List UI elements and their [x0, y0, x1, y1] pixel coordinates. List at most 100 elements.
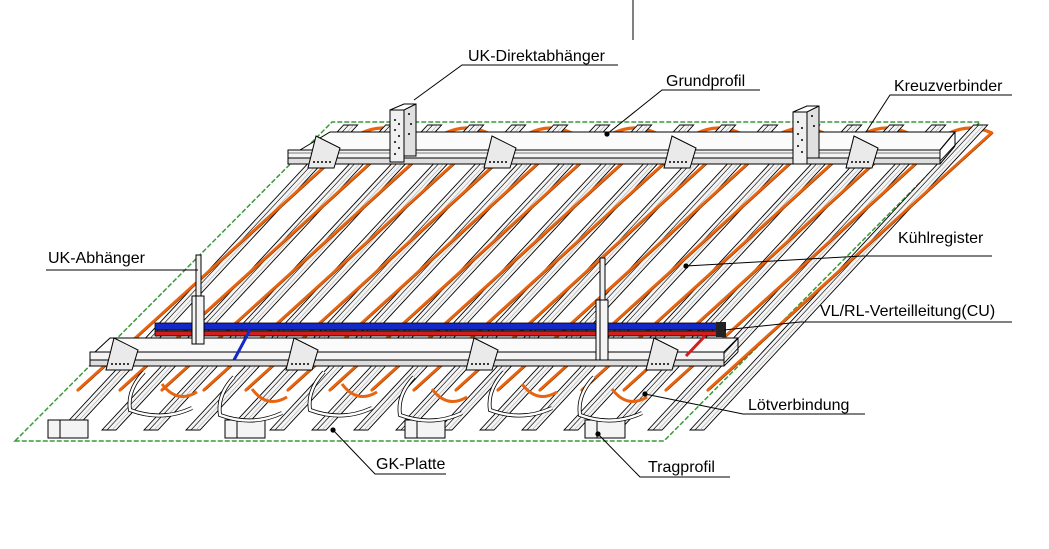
kreuzverbinder-clip — [645, 337, 679, 371]
clip-hole — [681, 161, 683, 163]
clip-hole — [651, 363, 653, 365]
register-copper-loop — [430, 388, 468, 403]
tragprofil-edge — [615, 124, 900, 431]
register-return-loop-inner — [128, 371, 193, 417]
tragprofil-edge — [526, 124, 811, 431]
tragprofil-edge — [652, 124, 937, 431]
label-uk-direktabhaenger: UK-Direktabhänger — [468, 48, 606, 65]
clip-hole — [855, 161, 857, 163]
tragprofil-edge — [699, 124, 984, 431]
clip-hole — [325, 161, 327, 163]
tragprofil-edge — [489, 124, 774, 431]
clip-hole — [299, 363, 301, 365]
cooling-pipe — [706, 131, 994, 392]
label-uk-abhaenger: UK-Abhänger — [48, 250, 146, 267]
clip-hole — [501, 161, 503, 163]
clip-hole — [475, 363, 477, 365]
tragprofil-edge — [106, 124, 391, 431]
register-return-loop-inner — [308, 371, 373, 417]
register-return-loop-inner — [218, 376, 283, 422]
front-channel-ends — [47, 370, 648, 439]
tragprofil-edge — [568, 124, 853, 431]
clip-hole — [673, 161, 675, 163]
grundprofil-front — [89, 337, 740, 367]
cooling-pipe-edge — [709, 132, 994, 391]
clip-hole — [505, 161, 507, 163]
clip-hole — [471, 363, 473, 365]
tragprofil-edge — [274, 124, 559, 431]
clip-hole — [321, 161, 323, 163]
vl-rl-verteilleitung — [154, 322, 726, 361]
tragprofil-edge — [232, 124, 517, 431]
tragprofil-edge — [484, 124, 769, 431]
clip-hole — [655, 363, 657, 365]
label-vl-rl-verteilleitung: VL/RL-Verteilleitung(CU) — [820, 303, 995, 320]
kreuzverbinder-clip — [845, 135, 879, 169]
kreuzverbinder-clip — [307, 135, 341, 169]
tragprofil-edge — [610, 124, 895, 431]
register-return-loop-inner — [488, 371, 553, 417]
uk-direktabhaenger-right — [792, 105, 820, 165]
register-return-loop-inner — [578, 376, 643, 422]
clip-hole — [663, 363, 665, 365]
clip-hole — [493, 161, 495, 163]
kreuzverbinder-clip — [465, 337, 499, 371]
register-copper-loop — [340, 383, 378, 398]
clip-hole — [659, 363, 661, 365]
clip-hole — [669, 161, 671, 163]
clip-hole — [295, 363, 297, 365]
clip-hole — [127, 363, 129, 365]
clip-hole — [479, 363, 481, 365]
clip-hole — [863, 161, 865, 163]
kreuzverbinder-clip — [483, 135, 517, 169]
clip-hole — [859, 161, 861, 163]
tragprofil-edge — [447, 124, 732, 431]
clip-hole — [123, 363, 125, 365]
tragprofil-edge — [657, 124, 942, 431]
tragprofil-edge — [279, 124, 564, 431]
kreuzverbinder-clip — [105, 337, 139, 371]
clip-hole — [867, 161, 869, 163]
clip-hole — [487, 363, 489, 365]
tragprofil-edge — [64, 124, 349, 431]
register-copper-loop — [610, 388, 648, 403]
tragprofil-edge — [405, 124, 690, 431]
kreuzverbinder-clips — [105, 135, 879, 371]
label-kreuzverbinder: Kreuzverbinder — [894, 78, 1003, 95]
label-loetverbindung: Lötverbindung — [748, 397, 849, 414]
tragprofil-edge — [400, 124, 685, 431]
tragprofil-edge — [531, 124, 816, 431]
tragprofil-front-end — [404, 419, 446, 439]
tragprofil-front-end — [224, 419, 266, 439]
leader-lines — [46, 0, 1012, 478]
clip-hole — [291, 363, 293, 365]
uk-direktabhaenger-left — [389, 103, 417, 163]
clip-hole — [329, 161, 331, 163]
tragprofil-edge — [148, 124, 433, 431]
label-tragprofil: Tragprofil — [648, 459, 715, 476]
grundprofil-back — [287, 131, 957, 165]
tragprofil-edge — [69, 124, 354, 431]
tragprofil-edge — [237, 124, 522, 431]
tragprofil-edge — [316, 124, 601, 431]
tragprofil-edge — [573, 124, 858, 431]
tragprofil-edge — [321, 124, 606, 431]
clip-hole — [313, 161, 315, 163]
tragprofil-edge — [190, 124, 475, 431]
clip-hole — [851, 161, 853, 163]
label-grundprofil: Grundprofil — [666, 73, 745, 90]
tragprofil-edge — [195, 124, 480, 431]
uk-abhaenger-right — [595, 257, 609, 361]
kreuzverbinder-clip — [285, 337, 319, 371]
tragprofil-front-end — [47, 419, 89, 439]
uk-abhaenger-left — [191, 254, 205, 345]
label-kuehlregister: Kühlregister — [898, 230, 984, 247]
tragprofil-edge — [442, 124, 727, 431]
clip-hole — [483, 363, 485, 365]
register-copper-loop — [520, 383, 558, 398]
clip-hole — [307, 363, 309, 365]
labels: UK-Direktabhänger Grundprofil Kreuzverbi… — [48, 48, 1003, 476]
label-gk-platte: GK-Platte — [376, 456, 445, 473]
tragprofil-edge — [358, 124, 643, 431]
